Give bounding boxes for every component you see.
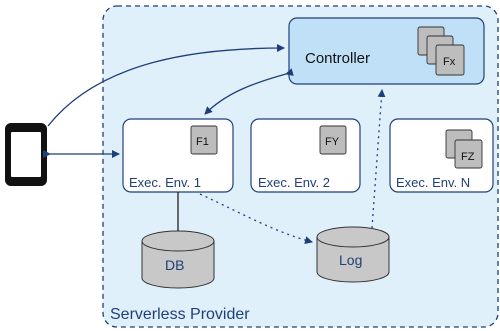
log-label: Log [339,252,362,268]
controller-label: Controller [305,50,370,67]
serverless-provider-label: Serverless Provider [110,306,250,323]
db-label: DB [165,257,184,273]
function-f1-label: F1 [196,136,209,148]
function-f1-box [190,125,218,155]
exec-env-n-label: Exec. Env. N [396,175,470,190]
function-fy-label: FY [325,136,340,148]
arrow-controller-env1 [204,68,294,115]
function-fy-box [319,125,347,155]
function-fz-label: FZ [461,151,475,163]
exec-env-2-label: Exec. Env. 2 [258,175,330,190]
arrow-log-controller [371,89,386,229]
controller-functions-stack: Fx [417,26,465,76]
smartphone-icon [5,123,47,186]
exec-env-1-label: Exec. Env. 1 [129,175,201,190]
log-cylinder [316,226,390,283]
arrow-phone-controller [47,44,285,127]
db-cylinder [141,230,215,289]
controller-function-label: Fx [443,56,456,68]
function-fz-stack [445,129,483,169]
arrow-env1-log [199,193,313,245]
